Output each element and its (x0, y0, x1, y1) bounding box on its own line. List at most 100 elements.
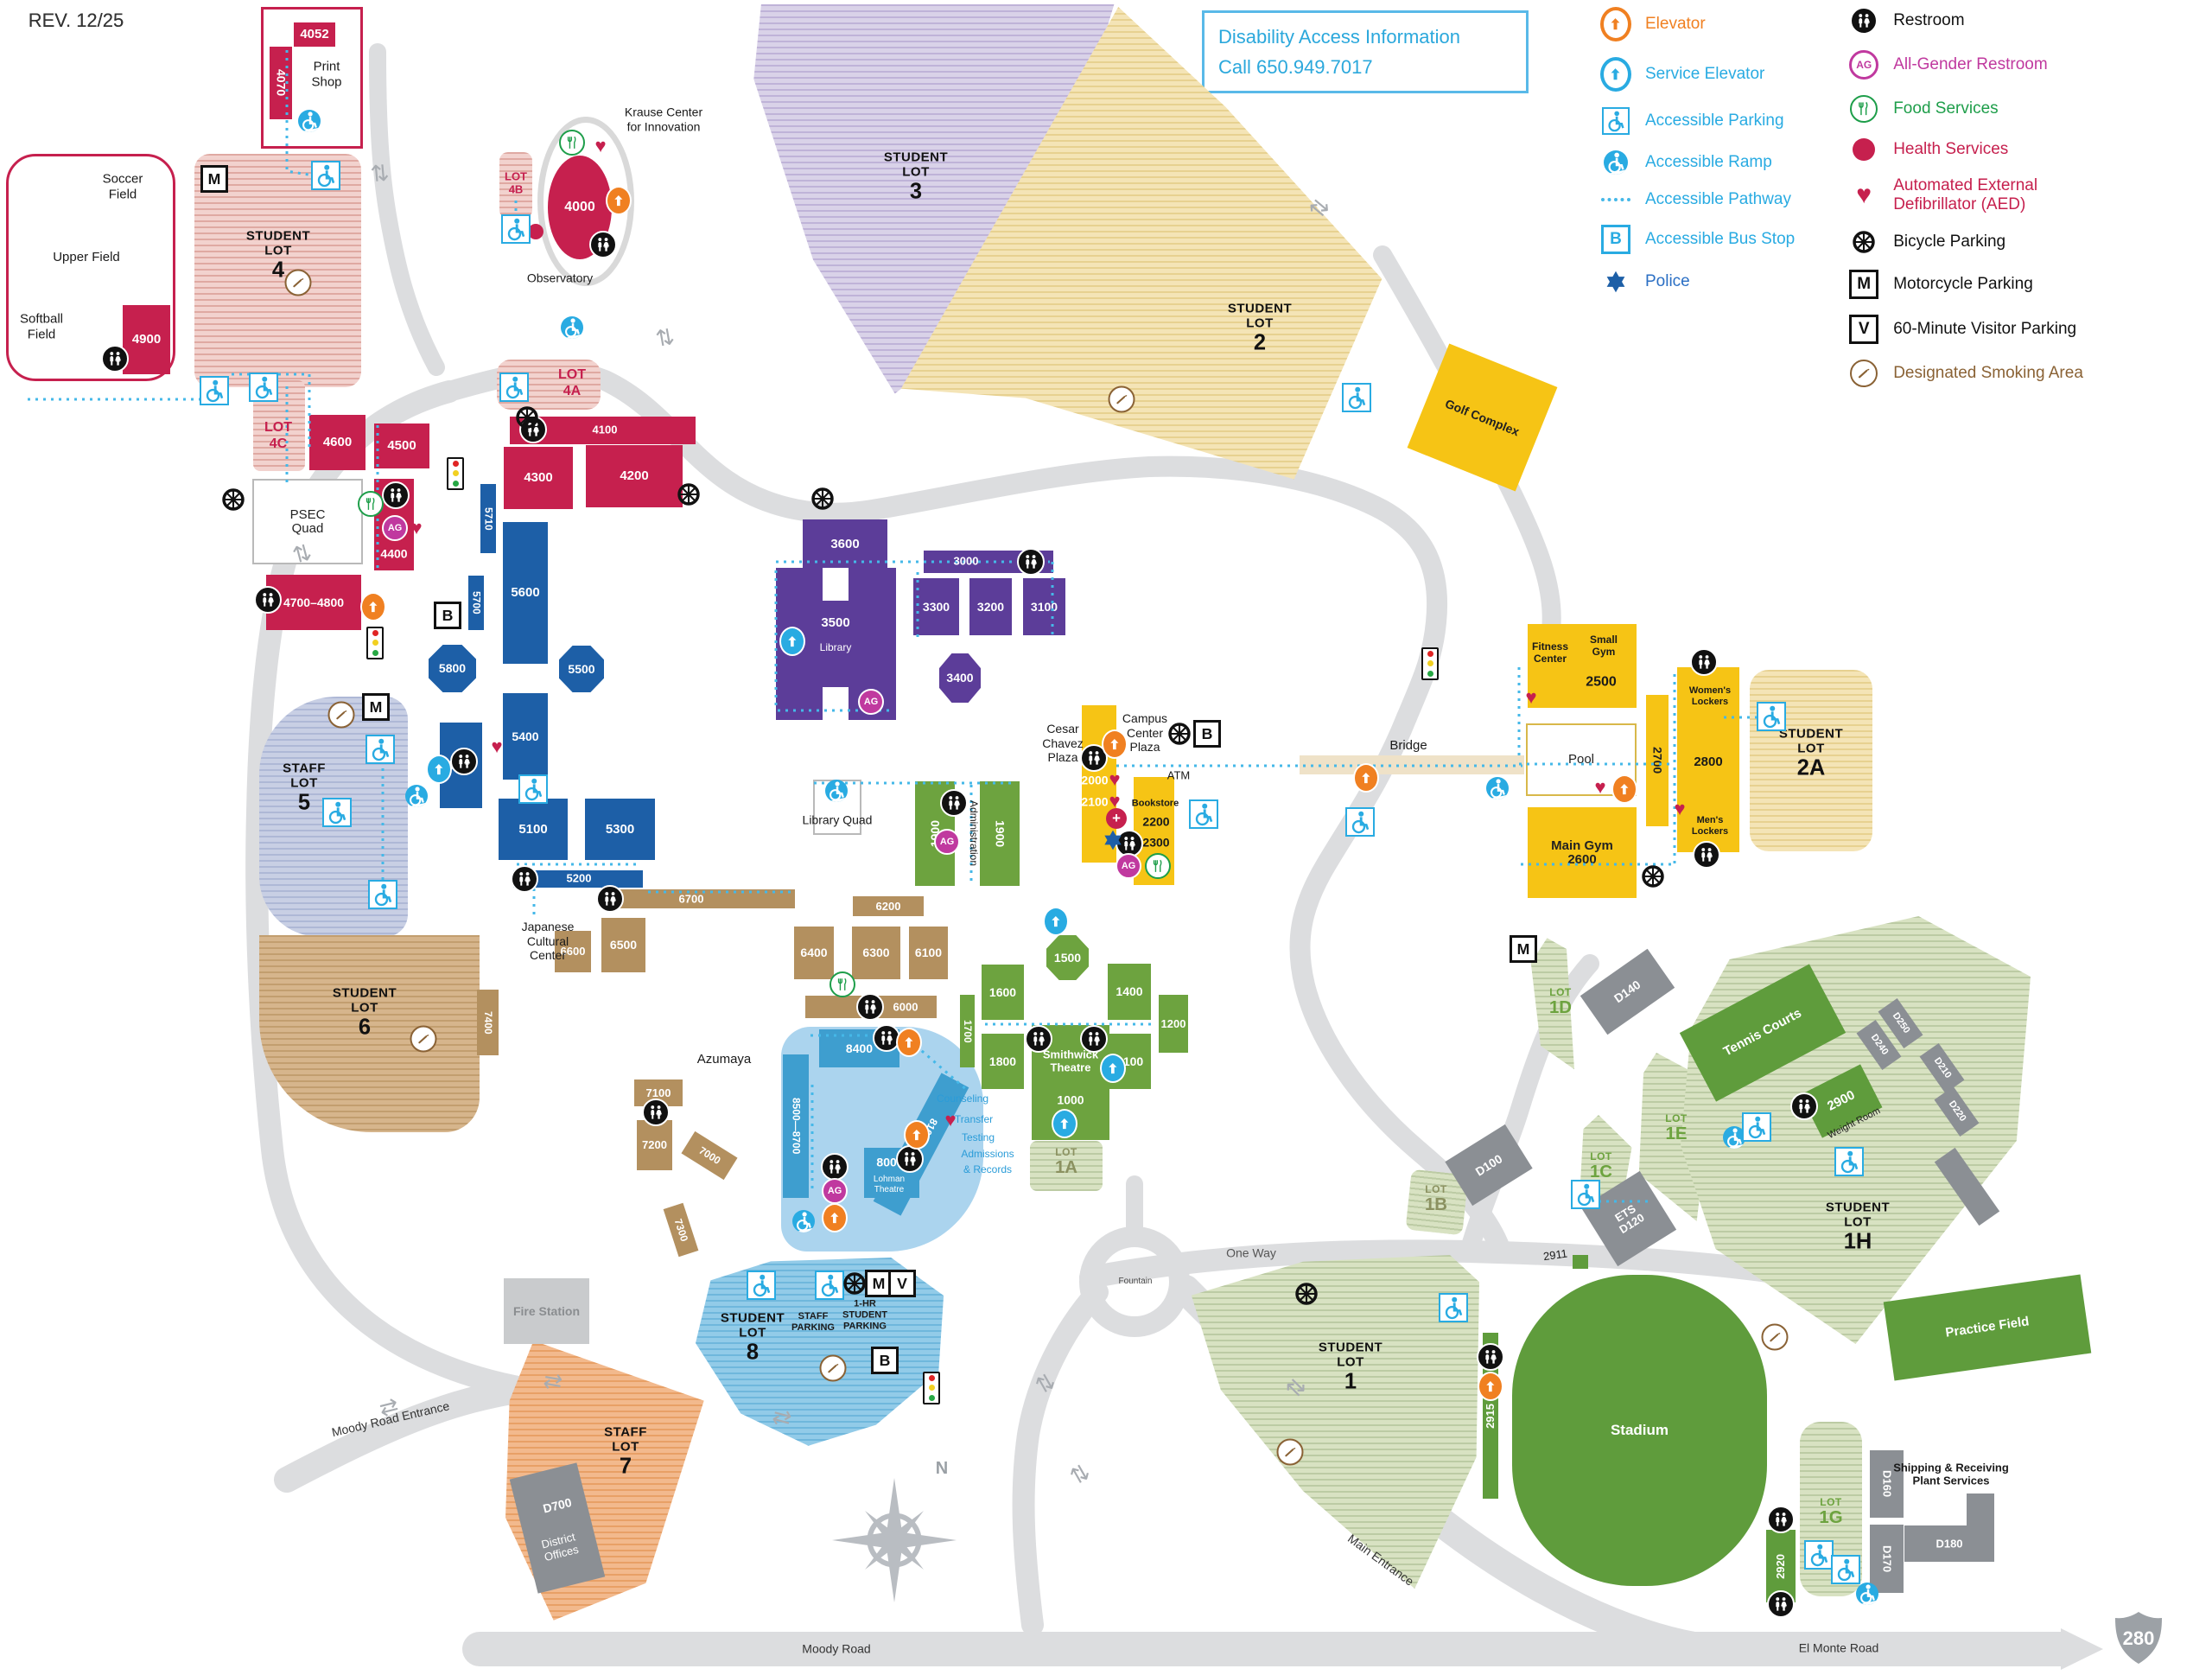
restroom-icon (101, 345, 129, 373)
all-gender-restroom-icon: AG (1847, 50, 1881, 80)
building-label: 1400 (1116, 984, 1143, 999)
label-3500: 3500 (821, 615, 850, 631)
restroom-icon (1847, 7, 1881, 35)
bldg-6600: 6600 (555, 931, 591, 972)
building-label: Main Gym 2600 (1551, 838, 1613, 867)
elevator-icon (1611, 774, 1637, 804)
road-arrow-icon: ⇄ (1029, 1367, 1062, 1398)
bldg-3400: 3400 (939, 653, 981, 703)
legend-item-elevator: Elevator (1599, 7, 1795, 41)
building-label: 2920 (1774, 1553, 1788, 1579)
bldg-5400: 5400 (503, 693, 548, 780)
psec-quad: PSEC Quad (252, 479, 363, 564)
accessible-parking-icon (365, 735, 395, 764)
accessible-ramp-icon (1486, 777, 1509, 799)
restroom-icon (856, 993, 884, 1021)
label-6000: 6000 (893, 1000, 918, 1014)
accessible-parking-icon (747, 1271, 776, 1300)
building-label: 6600 (560, 945, 586, 959)
bldg-1200: 1200 (1159, 995, 1188, 1053)
krause-dot (528, 224, 543, 239)
lot-label-text: LOT (1665, 1112, 1688, 1125)
label-fitness: Fitness Center (1531, 640, 1569, 665)
building-label: 5100 (518, 821, 548, 837)
label-shipping-receiving: Shipping & Receiving Plant Services (1893, 1461, 2009, 1487)
accessible-parking-icon (249, 373, 278, 402)
smoking-area-icon (1847, 360, 1881, 387)
library-notch (823, 687, 849, 720)
legend-label: Designated Smoking Area (1893, 364, 2083, 382)
building-label: 1700 (961, 1019, 974, 1043)
restroom-icon (589, 231, 617, 258)
bldg-4700–4800: 4700–4800 (266, 575, 361, 630)
accessible-parking-icon (518, 774, 548, 804)
accessible-ramp-icon (561, 316, 583, 339)
bldg-5700: 5700 (468, 576, 484, 630)
health-services-icon: + (1106, 808, 1127, 829)
label-3000: 3000 (953, 554, 979, 568)
bldg-4300: 4300 (504, 447, 573, 509)
label-n: N (935, 1459, 949, 1479)
building-label: 3300 (922, 599, 950, 614)
accessible-ramp-icon (1856, 1583, 1878, 1605)
bldg-D170: D170 (1870, 1525, 1904, 1593)
aed-icon: ♥ (594, 135, 607, 156)
building-label: 1500 (1053, 950, 1082, 965)
building-label: 6200 (875, 899, 901, 913)
lot-label-text: STAFF LOT (283, 761, 326, 790)
label-soccer: Soccer Field (102, 171, 143, 201)
bldg-5600: 5600 (503, 522, 548, 664)
label-2500: 2500 (1586, 674, 1617, 690)
building-label: 2900 (1825, 1087, 1858, 1114)
bicycle-parking-icon (221, 487, 245, 512)
building-label: Practice Field (1944, 1314, 2031, 1341)
building-label: D160 (1880, 1470, 1894, 1498)
label-2800: 2800 (1694, 755, 1723, 770)
restroom-icon (596, 885, 624, 913)
food-services-icon (1145, 853, 1171, 879)
bldg-Practice-Field: Practice Field (1883, 1274, 2092, 1381)
building-label: 5710 (482, 506, 495, 531)
disability-info-line1: Disability Access Information (1218, 26, 1460, 48)
building-label: 7000 (696, 1143, 723, 1167)
aed-icon: ♥ (1856, 181, 1872, 209)
bldg-4070: 4070 (270, 47, 292, 119)
label-print: Print Shop (311, 59, 342, 89)
legend-label: Automated External Defibrillator (AED) (1893, 176, 2038, 213)
restroom-icon (873, 1024, 900, 1052)
bicycle-parking-icon (810, 487, 835, 511)
label-counseling: Counseling (936, 1092, 989, 1105)
label-atm: ATM (1166, 768, 1191, 782)
accessible-parking-icon (322, 798, 352, 827)
legend-label: Food Services (1893, 99, 1999, 118)
lot-label-text: LOT (1425, 1183, 1447, 1196)
accessible-ramp-icon (1723, 1126, 1745, 1149)
lot-label-number: 1H (1843, 1229, 1872, 1254)
building-label: 8400 (845, 1041, 874, 1055)
bldg-3200: 3200 (969, 578, 1012, 635)
bldg-4600: 4600 (309, 415, 365, 470)
label-women-s: Women's Lockers (1688, 685, 1732, 707)
bldg-Fire-Station: Fire Station (504, 1278, 589, 1344)
building-label: 4000 (564, 199, 595, 214)
bldg-3600: 3600 (803, 519, 887, 570)
motorcycle-parking-icon: M (1510, 935, 1537, 963)
legend-label: Motorcycle Parking (1893, 275, 2033, 293)
all-gender-restroom-icon: AG (1116, 853, 1141, 879)
bldg-D160: D160 (1870, 1450, 1904, 1518)
restroom-icon (382, 481, 410, 509)
bicycle-parking-icon (1641, 864, 1665, 888)
building-label: 6300 (862, 946, 890, 960)
lot-label-text: LOT (1055, 1146, 1077, 1159)
label-admissions: Admissions (961, 1147, 1014, 1160)
